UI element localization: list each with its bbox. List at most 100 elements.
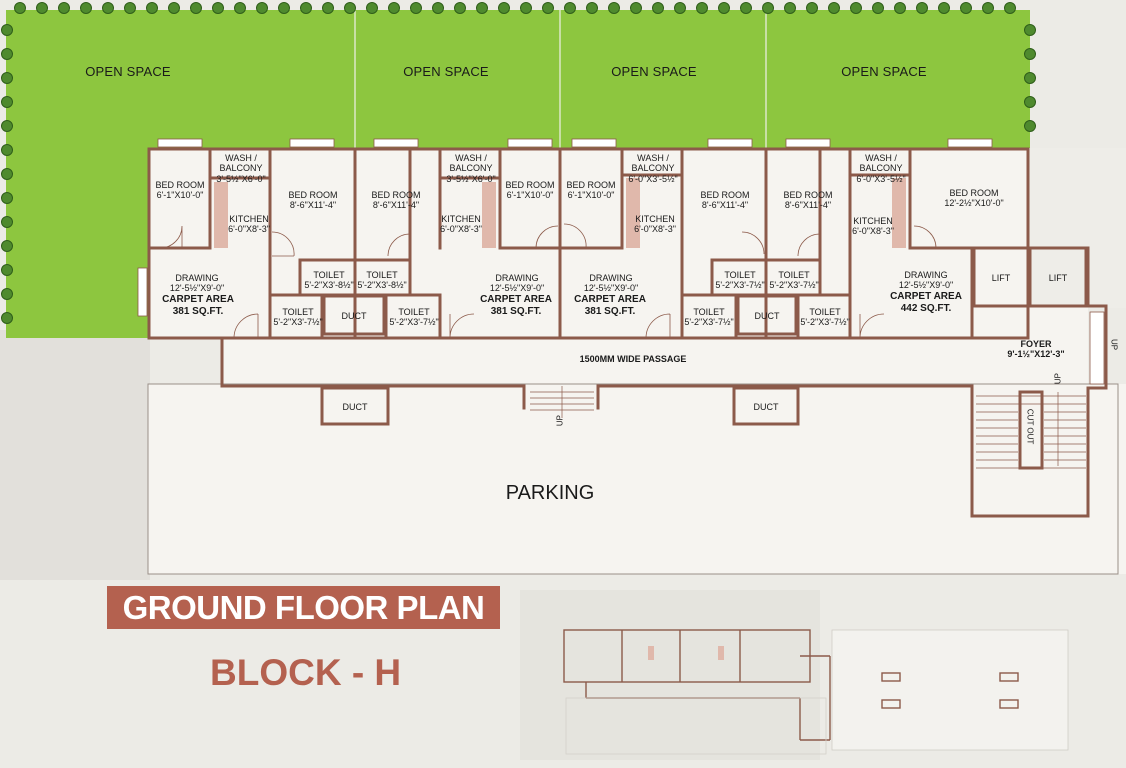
tree-icon [190, 2, 202, 14]
wash-balcony-label: WASH / BALCONY 3'-5½"X6'-0" [216, 153, 266, 184]
parking-area [147, 383, 1119, 575]
tree-icon [58, 2, 70, 14]
tree-icon [1024, 48, 1036, 60]
open-space-label: OPEN SPACE [841, 64, 927, 79]
duct-label: DUCT [342, 402, 368, 412]
tree-icon [1024, 72, 1036, 84]
tree-icon [872, 2, 884, 14]
tree-icon [1024, 24, 1036, 36]
key-plan [563, 629, 1069, 755]
tree-icon [916, 2, 928, 14]
tree-icon [410, 2, 422, 14]
tree-icon [366, 2, 378, 14]
tree-icon [146, 2, 158, 14]
parking-label: PARKING [505, 482, 595, 504]
kitchen-label: KITCHEN 6'-0"X8'-3" [228, 214, 270, 235]
open-space-label: OPEN SPACE [403, 64, 489, 79]
tree-icon [1, 72, 13, 84]
tree-icon [520, 2, 532, 14]
foyer-label: FOYER 9'-1½"X12'-3" [1007, 339, 1065, 360]
tree-icon [454, 2, 466, 14]
tree-icon [1004, 2, 1016, 14]
tree-icon [1, 288, 13, 300]
lift-label: LIFT [991, 273, 1011, 283]
bed-room-label: BED ROOM 12'-2½"X10'-0" [944, 188, 1004, 209]
tree-icon [498, 2, 510, 14]
bed-room-label: BED ROOM 8'-6"X11'-4" [783, 190, 833, 211]
up-arrow-label: UP [1109, 339, 1119, 351]
open-space-label: OPEN SPACE [85, 64, 171, 79]
toilet-label: TOILET 5'-2"X3'-7½" [273, 307, 323, 328]
tree-icon [256, 2, 268, 14]
tree-icon [850, 2, 862, 14]
toilet-label: TOILET 5'-2"X3'-7½" [800, 307, 850, 328]
tree-icon [630, 2, 642, 14]
toilet-label: TOILET 5'-2"X3'-8½" [357, 270, 407, 291]
tree-icon [278, 2, 290, 14]
staircase [530, 386, 1086, 469]
drawing-label: DRAWING 12'-5½"X9'-0" [898, 270, 954, 291]
wash-balcony-label: WASH / BALCONY 6'-0"X3'-5½" [856, 153, 906, 184]
plan-title: GROUND FLOOR PLAN [107, 586, 500, 629]
open-space-label: OPEN SPACE [611, 64, 697, 79]
tree-icon [124, 2, 136, 14]
carpet-area-label: CARPET AREA 381 SQ.FT. [162, 294, 234, 317]
tree-icon [1, 144, 13, 156]
carpet-area-label: CARPET AREA 381 SQ.FT. [574, 294, 646, 317]
tree-icon [1, 216, 13, 228]
tree-icon [1, 264, 13, 276]
tree-icon [344, 2, 356, 14]
tree-icon [938, 2, 950, 14]
carpet-area-label: CARPET AREA 442 SQ.FT. [890, 291, 962, 314]
toilet-label: TOILET 5'-2"X3'-7½" [769, 270, 819, 291]
bed-room-label: BED ROOM 6'-1"X10'-0" [566, 180, 616, 201]
tree-icon [476, 2, 488, 14]
bed-room-label: BED ROOM 8'-6"X11'-4" [371, 190, 421, 211]
windows [137, 138, 1105, 385]
tree-icon [1, 312, 13, 324]
door-swings [159, 223, 937, 339]
duct-label: DUCT [753, 402, 779, 412]
tree-icon [1, 192, 13, 204]
tree-icon [1, 24, 13, 36]
tree-icon [1024, 96, 1036, 108]
toilet-label: TOILET 5'-2"X3'-7½" [389, 307, 439, 328]
tree-icon [322, 2, 334, 14]
toilet-label: TOILET 5'-2"X3'-7½" [715, 270, 765, 291]
tree-icon [36, 2, 48, 14]
tree-icon [80, 2, 92, 14]
tree-icon [718, 2, 730, 14]
lift-label: LIFT [1048, 273, 1068, 283]
toilet-label: TOILET 5'-2"X3'-7½" [684, 307, 734, 328]
bed-room-label: BED ROOM 8'-6"X11'-4" [700, 190, 750, 211]
carpet-area-label: CARPET AREA 381 SQ.FT. [480, 294, 552, 317]
duct-label: DUCT [754, 311, 780, 321]
tree-icon [212, 2, 224, 14]
tree-icon [1, 240, 13, 252]
tree-icon [542, 2, 554, 14]
tree-icon [696, 2, 708, 14]
tree-icon [894, 2, 906, 14]
kitchen-label: KITCHEN 6'-0"X8'-3" [440, 214, 482, 235]
bed-room-label: BED ROOM 6'-1"X10'-0" [155, 180, 205, 201]
up-arrow-label: UP [555, 415, 565, 427]
tree-icon [564, 2, 576, 14]
drawing-label: DRAWING 12'-5½"X9'-0" [489, 273, 545, 294]
bed-room-label: BED ROOM 6'-1"X10'-0" [505, 180, 555, 201]
tree-icon [982, 2, 994, 14]
tree-icon [1, 48, 13, 60]
kitchen-label: KITCHEN 6'-0"X8'-3" [634, 214, 676, 235]
tree-icon [1, 168, 13, 180]
tree-icon [168, 2, 180, 14]
up-arrow-label: UP [1053, 373, 1063, 385]
passage-label: 1500MM WIDE PASSAGE [579, 354, 687, 364]
kitchen-label: KITCHEN 6'-0"X8'-3" [852, 216, 894, 237]
tree-icon [784, 2, 796, 14]
cut-out-label: CUT OUT [1025, 408, 1035, 445]
tree-icon [586, 2, 598, 14]
tree-icon [960, 2, 972, 14]
drawing-label: DRAWING 12'-5½"X9'-0" [583, 273, 639, 294]
background-building-ghost [520, 590, 820, 760]
hedge-trees [1, 2, 1036, 324]
tree-icon [234, 2, 246, 14]
